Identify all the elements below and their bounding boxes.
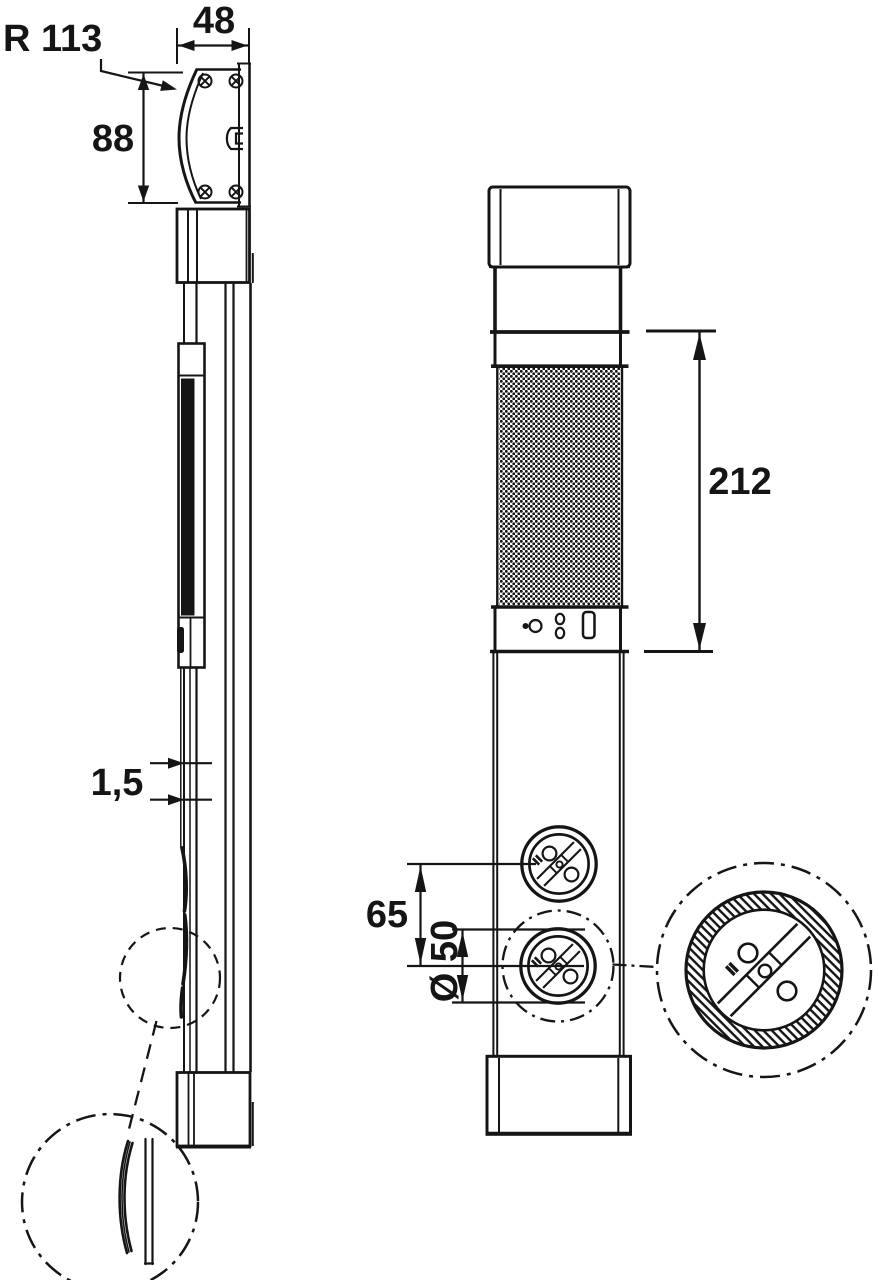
front-top-cap <box>487 185 632 269</box>
dim-label-strip-thickness: 1,5 <box>91 762 144 804</box>
detail-callout-socket <box>501 861 873 1079</box>
side-top-block <box>175 207 254 284</box>
callout-leader-socket <box>612 963 658 969</box>
dimension-head-radius-r113: R 113 <box>3 18 177 91</box>
front-speaker-grille <box>491 364 629 609</box>
side-speaker-strip <box>177 342 206 669</box>
grille-perforation-pattern <box>499 368 620 605</box>
arrowhead <box>168 794 184 806</box>
side-column-rails <box>183 283 252 1072</box>
dim-label-socket-spacing: 65 <box>366 894 408 936</box>
dim-label-head-radius: R 113 <box>3 18 102 60</box>
front-neck <box>490 267 630 366</box>
mount-clip <box>225 126 243 151</box>
dimension-head-height-88: 88 <box>92 71 183 204</box>
callout-ring-strip <box>118 926 222 1030</box>
detail-callout-strip <box>20 926 222 1280</box>
arrowhead <box>168 757 184 769</box>
side-view <box>175 62 254 1149</box>
arrowhead <box>414 938 427 964</box>
socket-label-mark <box>724 961 740 977</box>
strip-detail-enlarged <box>118 1137 155 1266</box>
arrowhead <box>178 40 195 51</box>
arrowhead <box>160 80 177 91</box>
arrowhead <box>693 623 706 650</box>
dimension-strip-thickness-1-5: 1,5 <box>91 757 212 806</box>
front-view <box>485 185 632 1136</box>
socket-knurled-ring <box>686 892 842 1048</box>
side-curved-panel <box>179 667 189 1019</box>
arrowhead <box>693 333 706 360</box>
aux-jack-icon <box>522 618 543 634</box>
dimension-depth-48: 48 <box>176 0 250 64</box>
arrowhead <box>137 74 150 90</box>
dim-label-grille-height: 212 <box>708 461 771 503</box>
callout-leader-strip <box>127 1020 158 1132</box>
screw-head-icon <box>197 73 244 200</box>
side-head-section <box>177 62 251 208</box>
socket-upper <box>520 825 598 903</box>
side-foot-block <box>175 1071 254 1149</box>
front-bottom-cap <box>485 1054 632 1136</box>
dim-label-head-height: 88 <box>92 118 134 160</box>
dim-label-socket-diameter: Ø 50 <box>424 920 466 1002</box>
dimension-grille-height-212: 212 <box>644 329 772 653</box>
dim-label-depth: 48 <box>193 0 235 42</box>
arrowhead <box>414 866 427 892</box>
button-pair-icon <box>554 612 566 640</box>
socket-detail-enlarged <box>655 861 873 1079</box>
arrowhead <box>231 40 248 51</box>
arrowhead <box>456 931 469 957</box>
arrowhead <box>137 185 150 202</box>
detail-circle-strip <box>20 1112 200 1280</box>
socket-label-mark <box>531 854 544 866</box>
callout-ring-socket <box>501 909 615 1023</box>
front-control-panel <box>490 607 629 654</box>
dimension-socket-diameter-50: Ø 50 <box>424 920 585 1004</box>
arrowhead <box>456 975 469 1001</box>
dimension-socket-spacing-65: 65 <box>366 862 584 968</box>
power-switch-icon <box>581 610 596 640</box>
front-body <box>492 651 625 1056</box>
